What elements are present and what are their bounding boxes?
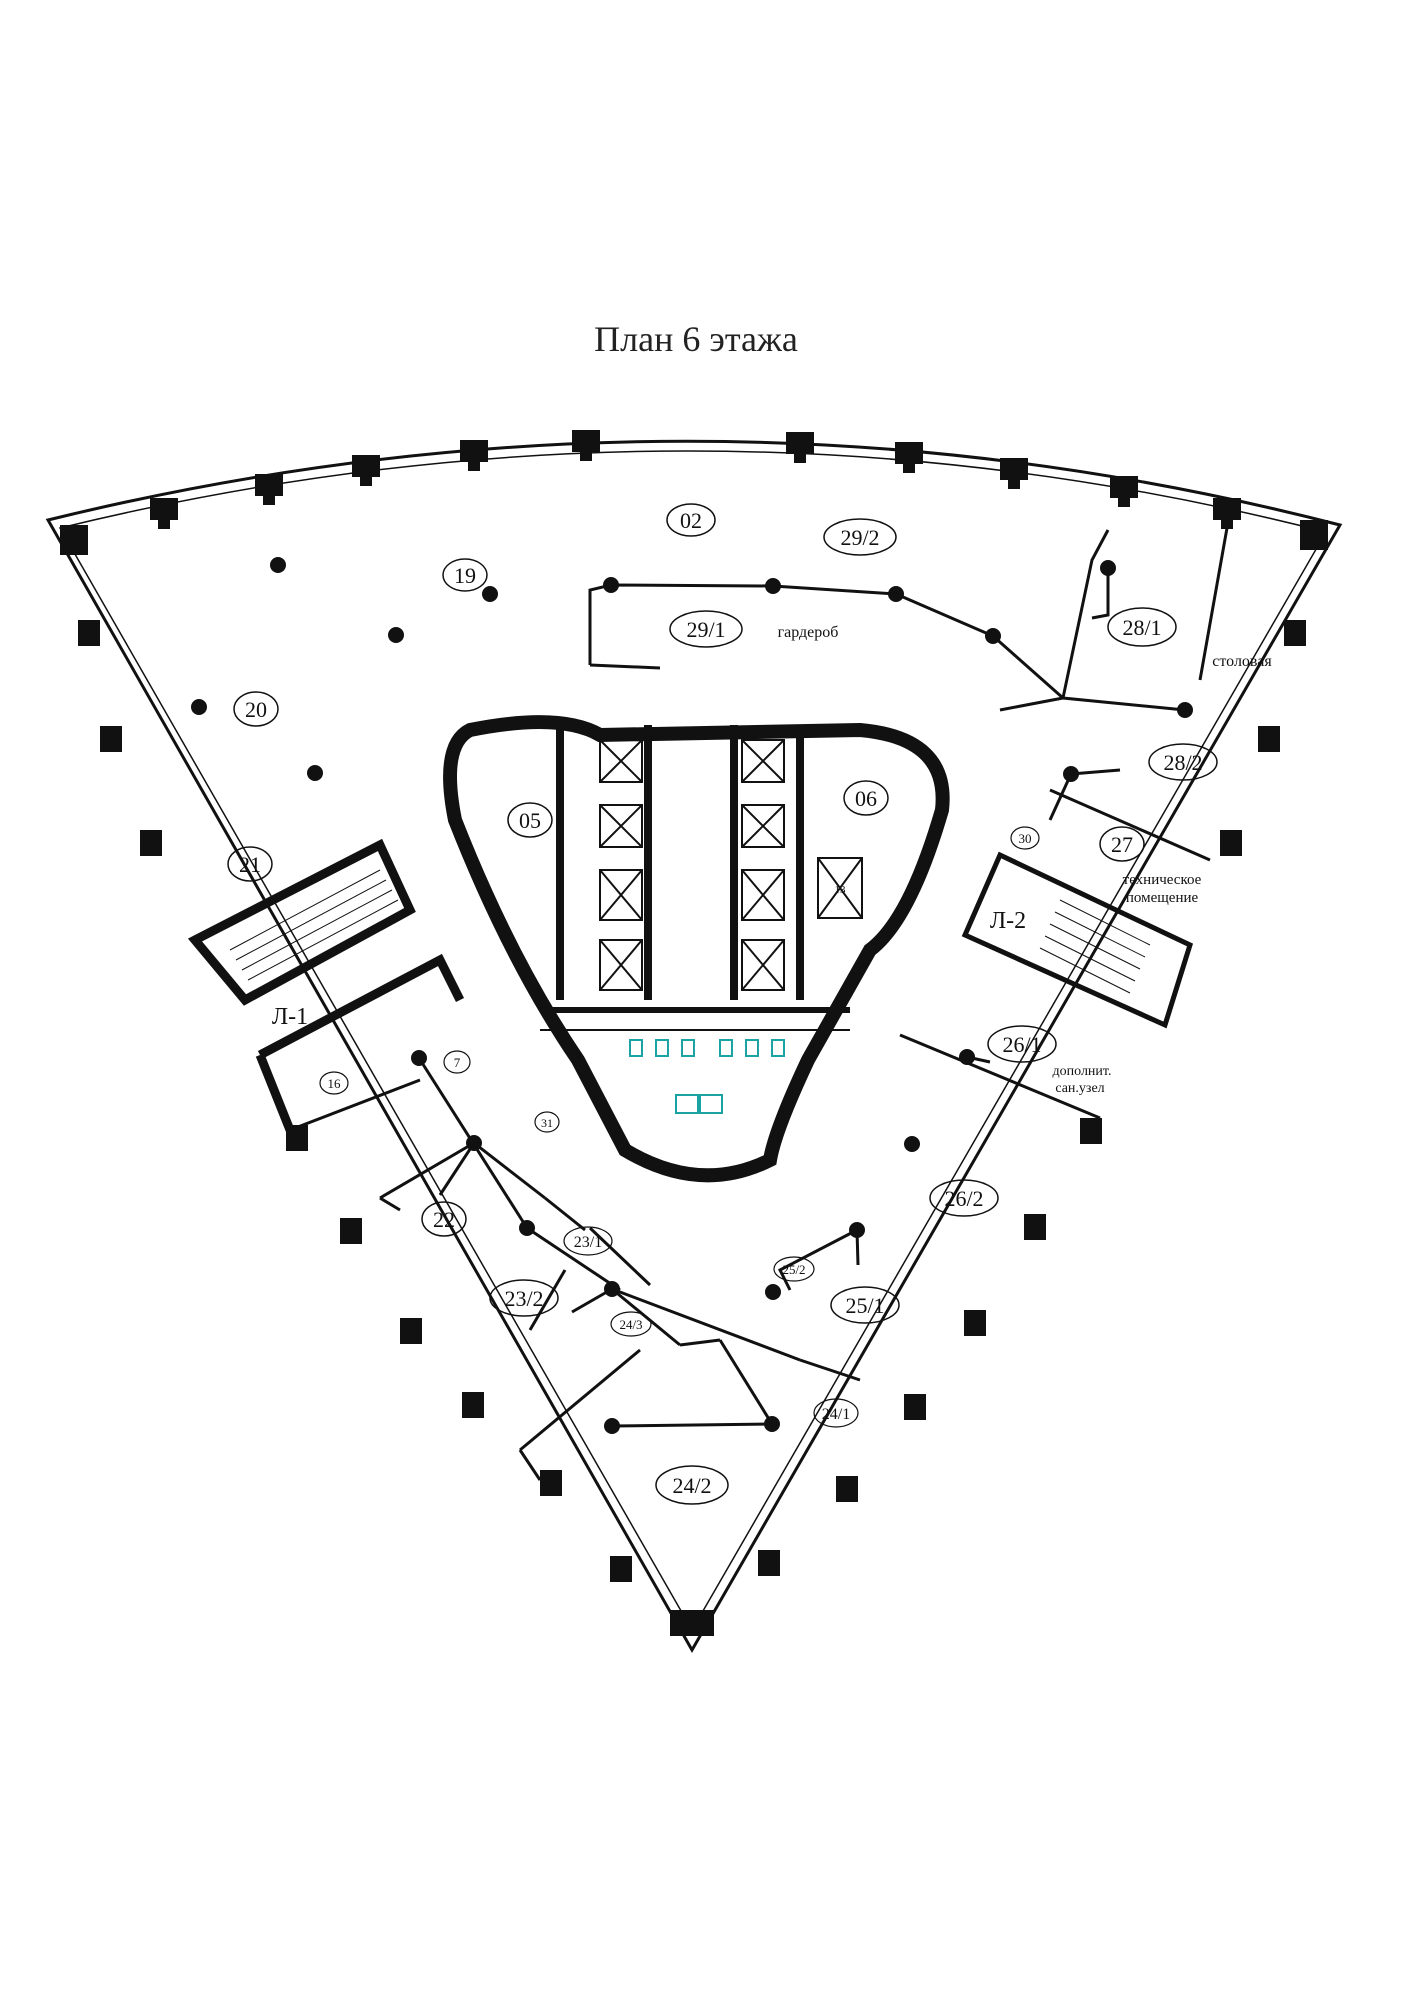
svg-text:21: 21 — [239, 852, 261, 877]
interior-columns — [191, 557, 1193, 1434]
svg-text:29/2: 29/2 — [840, 525, 879, 550]
svg-text:23/2: 23/2 — [504, 1286, 543, 1311]
room-label-24-2: 24/2 — [655, 1465, 729, 1505]
room-label-26-2: 26/2 — [929, 1179, 999, 1217]
svg-text:гардероб: гардероб — [778, 624, 839, 641]
svg-text:26/1: 26/1 — [1002, 1032, 1041, 1057]
room-label-technical-2: помещение — [1126, 890, 1199, 906]
svg-text:25/1: 25/1 — [845, 1293, 884, 1318]
room-label-21: 21 — [227, 846, 273, 882]
room-label-22: 22 — [421, 1201, 467, 1237]
room-label-canteen: столовая — [1212, 653, 1272, 670]
room-label-extra-wc-2: сан.узел — [1055, 1081, 1104, 1096]
svg-text:28/1: 28/1 — [1122, 615, 1161, 640]
svg-text:24/2: 24/2 — [672, 1473, 711, 1498]
svg-text:30: 30 — [1019, 831, 1032, 846]
room-label-31: 31 — [534, 1111, 560, 1133]
svg-text:26/2: 26/2 — [944, 1186, 983, 1211]
stairwell-l1 — [187, 838, 465, 1132]
stair-label-l1: Л-1 — [272, 1004, 308, 1030]
room-label-24-3: 24/3 — [610, 1311, 652, 1337]
plan-title: План 6 этажа — [594, 319, 798, 359]
room-label-23-1: 23/1 — [563, 1226, 613, 1256]
svg-text:23/1: 23/1 — [574, 1234, 602, 1251]
room-label-29-2: 29/2 — [823, 518, 897, 556]
svg-text:24/3: 24/3 — [619, 1317, 642, 1332]
room-label-technical-1: техническое — [1123, 872, 1202, 888]
room-label-23-2: 23/2 — [489, 1279, 559, 1317]
room-label-wardrobe: гардероб — [778, 624, 839, 641]
facade-columns — [60, 430, 1328, 1636]
room-label-27: 27 — [1099, 826, 1145, 862]
svg-text:Л-2: Л-2 — [990, 908, 1026, 934]
room-label-05: 05 — [507, 802, 553, 838]
svg-text:16: 16 — [328, 1076, 342, 1091]
room-label-19: 19 — [442, 558, 488, 592]
svg-text:28/2: 28/2 — [1163, 750, 1202, 775]
room-label-29-1: 29/1 — [669, 610, 743, 648]
room-label-02: 02 — [666, 503, 716, 537]
room-label-16: 16 — [319, 1071, 349, 1095]
svg-text:дополнит.: дополнит. — [1053, 1064, 1112, 1079]
room-label-25-2: 25/2 — [773, 1256, 815, 1282]
svg-text:24/1: 24/1 — [822, 1406, 850, 1423]
room-label-26-1: 26/1 — [987, 1025, 1057, 1063]
svg-text:29/1: 29/1 — [686, 617, 725, 642]
svg-text:столовая: столовая — [1212, 653, 1272, 670]
svg-text:05: 05 — [519, 808, 541, 833]
stair-label-l2: Л-2 — [990, 908, 1026, 934]
svg-text:19: 19 — [454, 563, 476, 588]
building-core — [443, 715, 950, 1183]
room-label-25-1: 25/1 — [830, 1286, 900, 1324]
room-label-28-1: 28/1 — [1107, 607, 1177, 647]
room-label-30: 30 — [1010, 826, 1040, 850]
svg-text:7: 7 — [454, 1055, 461, 1070]
room-label-06: 06 — [843, 780, 889, 816]
svg-text:помещение: помещение — [1126, 890, 1199, 906]
svg-text:сан.узел: сан.узел — [1055, 1081, 1104, 1096]
svg-text:22: 22 — [433, 1207, 455, 1232]
room-label-20: 20 — [233, 691, 279, 727]
svg-text:13: 13 — [835, 884, 847, 896]
svg-text:06: 06 — [855, 786, 877, 811]
svg-text:25/2: 25/2 — [782, 1262, 805, 1277]
room-label-extra-wc-1: дополнит. — [1053, 1064, 1112, 1079]
svg-text:31: 31 — [541, 1116, 553, 1130]
stairwell-l2 — [961, 851, 1194, 1029]
interior-partitions — [379, 527, 1229, 1481]
room-label-24-1: 24/1 — [813, 1398, 859, 1428]
room-label-13: 13 — [835, 884, 847, 896]
elevator-shafts — [599, 739, 863, 991]
svg-text:02: 02 — [680, 508, 702, 533]
room-label-7: 7 — [443, 1050, 471, 1074]
svg-text:27: 27 — [1111, 832, 1133, 857]
room-labels: 02 29/2 19 29/1 гардероб 28/1 столовая 2… — [227, 503, 1272, 1505]
svg-text:Л-1: Л-1 — [272, 1004, 308, 1030]
room-label-28-2: 28/2 — [1148, 743, 1218, 781]
svg-text:техническое: техническое — [1123, 872, 1202, 888]
svg-text:20: 20 — [245, 697, 267, 722]
wc-fixtures — [629, 1039, 785, 1114]
